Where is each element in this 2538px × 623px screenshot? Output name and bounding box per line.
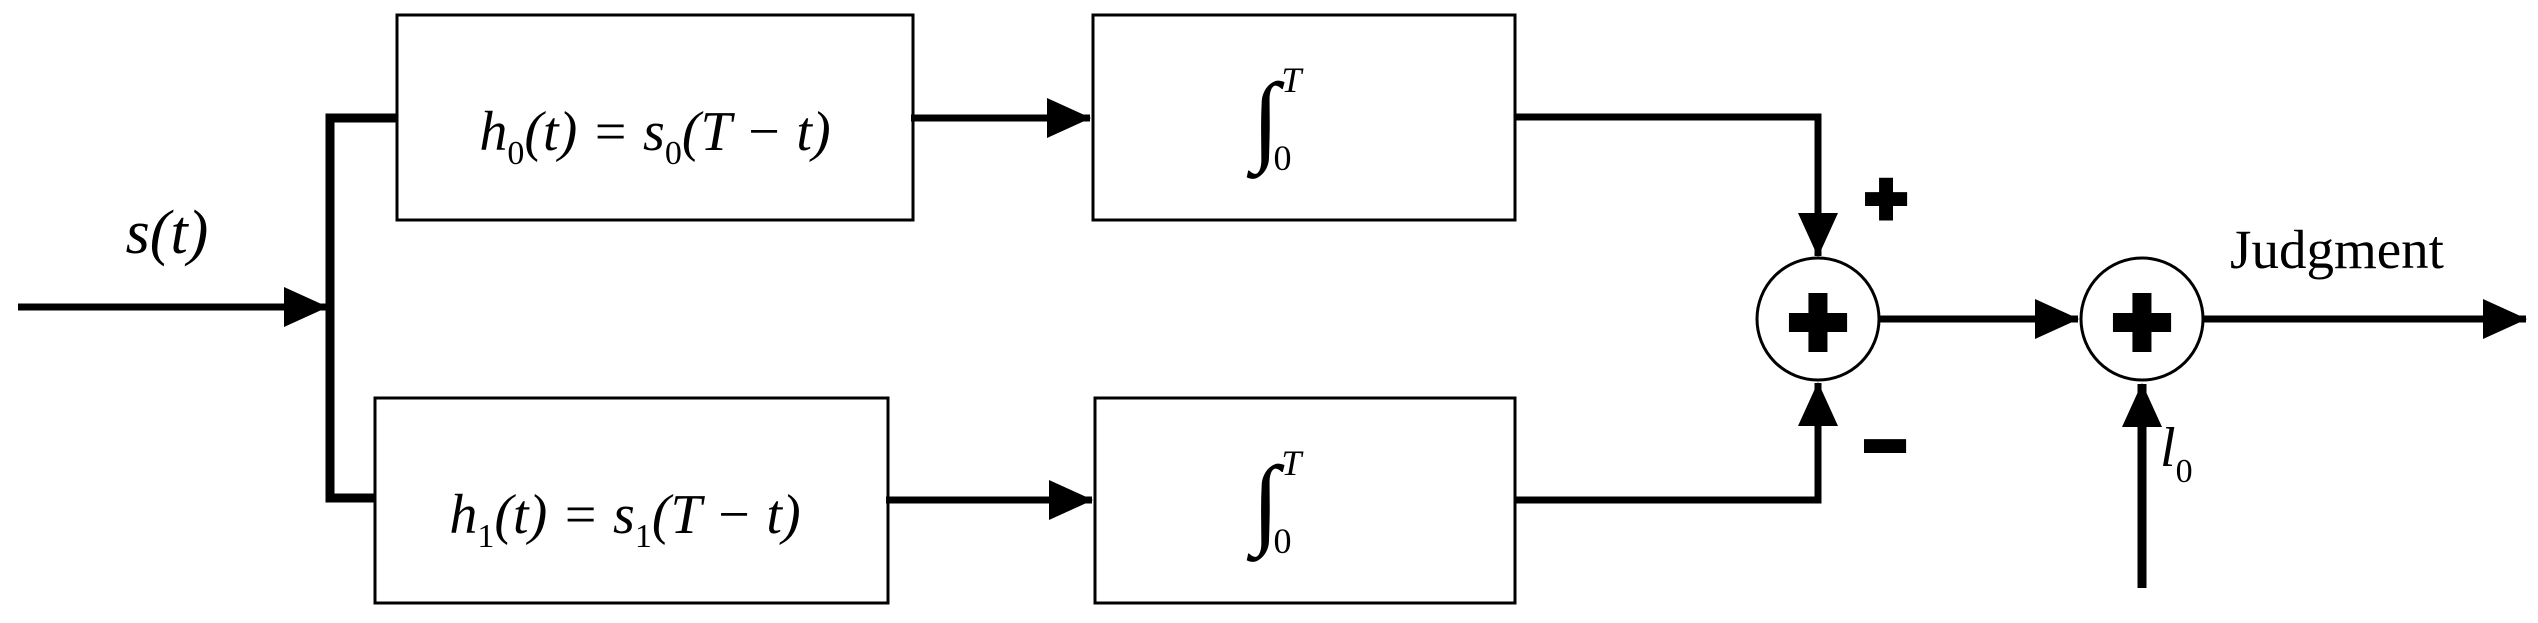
- filter-bottom-box: [373, 396, 890, 605]
- summer-second-plus-icon: +: [2113, 266, 2171, 378]
- filter-bottom-label: h1(t) = s1(T − t): [449, 484, 800, 555]
- filter-top-label: h0(t) = s0(T − t): [479, 101, 830, 172]
- output-label: Judgment: [2230, 219, 2444, 280]
- integrator-top-to-summer-arrow: [1515, 113, 1838, 257]
- integrator-bottom-to-summer-arrow: [1515, 382, 1838, 504]
- summer-first-node: [1755, 256, 1881, 382]
- input-signal-label: s(t): [126, 199, 209, 267]
- summer-minus-sign-label: −: [1864, 406, 1906, 486]
- threshold-label: l0: [2160, 417, 2193, 490]
- summer-first-plus-icon: +: [1789, 266, 1847, 378]
- integrator-top-box: [1091, 13, 1517, 222]
- summer-plus-sign-label: +: [1865, 159, 1907, 239]
- integrator-bottom-box: [1093, 396, 1517, 605]
- summer-second-node: [2079, 256, 2205, 382]
- branch-wire: [325, 113, 400, 503]
- filter-top-box: [395, 13, 915, 222]
